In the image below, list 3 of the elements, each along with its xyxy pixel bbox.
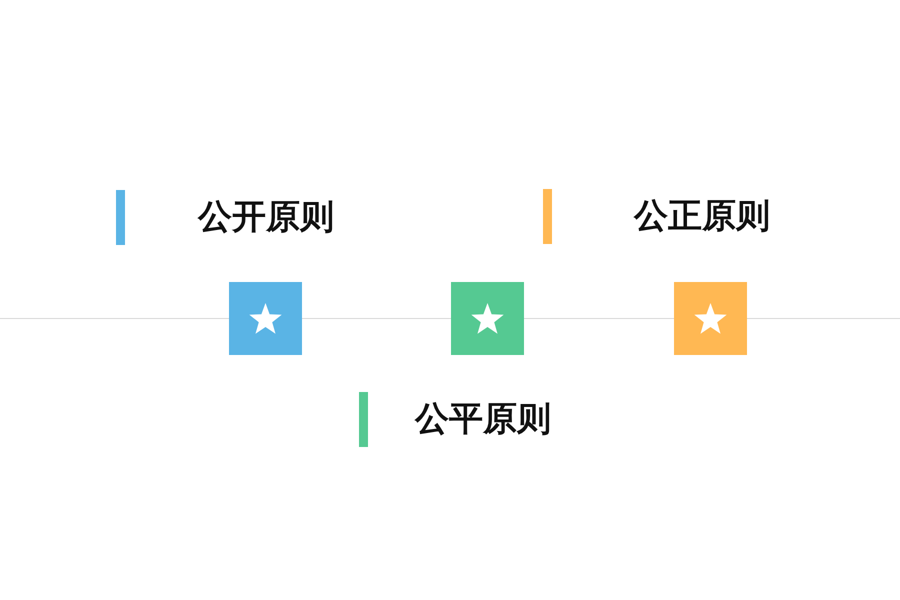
principle-heading: 公开原则 <box>198 196 334 239</box>
principle-heading: 公平原则 <box>415 398 551 441</box>
principle-heading: 公正原则 <box>634 195 770 238</box>
